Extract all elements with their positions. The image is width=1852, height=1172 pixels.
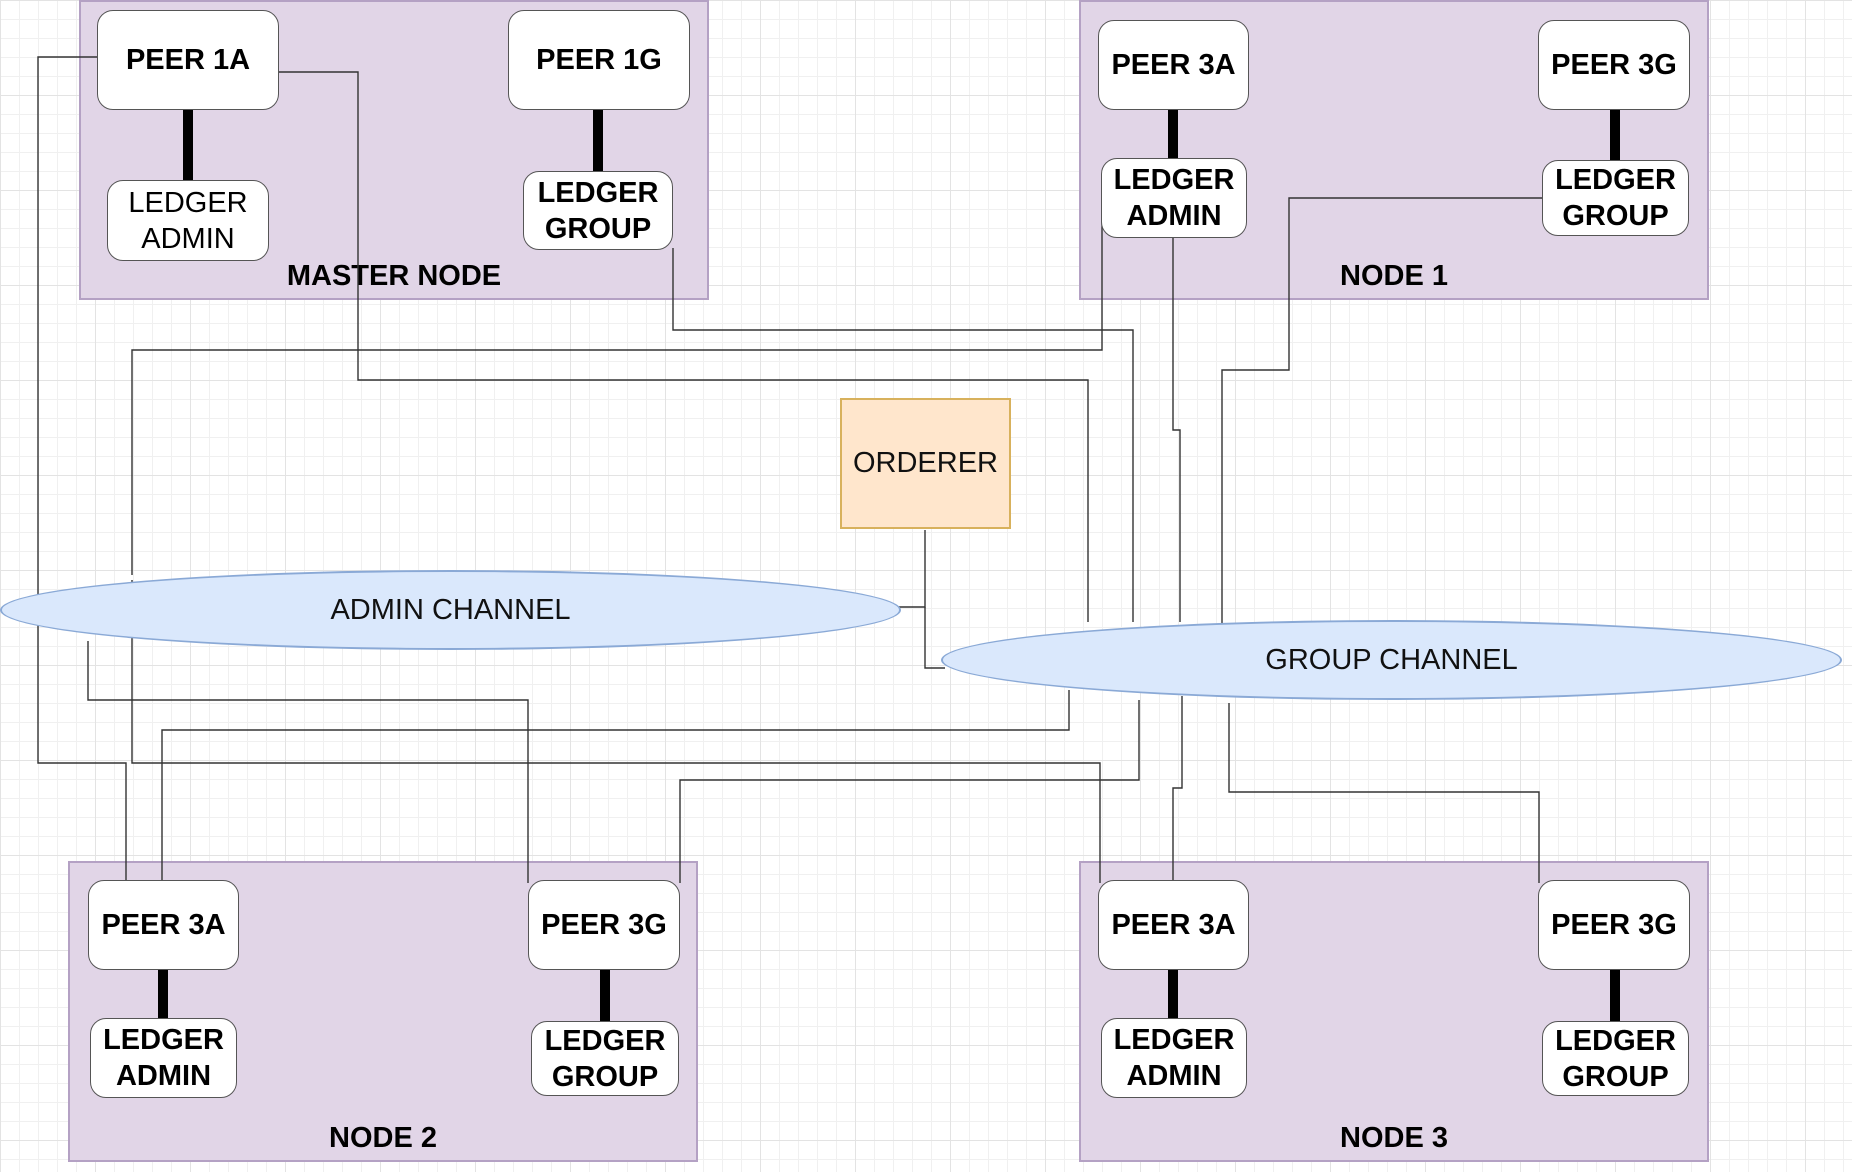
connector-orderer-admin-channel bbox=[899, 530, 926, 608]
admin-channel-ellipse[interactable]: ADMIN CHANNEL bbox=[0, 570, 901, 650]
node2-ledger-admin[interactable]: LEDGER ADMIN bbox=[90, 1018, 237, 1098]
connector-group-channel-node3-peer3a bbox=[1172, 696, 1183, 883]
connector-admin-channel-node3-peer3a bbox=[131, 580, 1101, 883]
master-peer-1a[interactable]: PEER 1A bbox=[97, 10, 279, 110]
connector-node1-ledger-admin-left bbox=[131, 210, 1103, 575]
node2-ledger-group[interactable]: LEDGER GROUP bbox=[531, 1021, 679, 1096]
connector-node1-ledger-group bbox=[1221, 197, 1543, 630]
node-2-title: NODE 2 bbox=[329, 1122, 437, 1154]
connector-peer1a-node3-peer3a bbox=[279, 71, 1089, 622]
connector-orderer-group-channel bbox=[924, 607, 945, 669]
node3-ledger-admin[interactable]: LEDGER ADMIN bbox=[1101, 1018, 1247, 1098]
connector-admin-channel-node2-peer3g bbox=[87, 641, 529, 883]
group-channel-ellipse[interactable]: GROUP CHANNEL bbox=[941, 620, 1842, 700]
connector-master-ledger-group bbox=[672, 248, 1134, 622]
orderer-box[interactable]: ORDERER bbox=[840, 398, 1011, 529]
node1-peer-3a[interactable]: PEER 3A bbox=[1098, 20, 1249, 110]
node-1-title: NODE 1 bbox=[1340, 260, 1448, 292]
node2-peer-3a[interactable]: PEER 3A bbox=[88, 880, 239, 970]
master-peer-1g[interactable]: PEER 1G bbox=[508, 10, 690, 110]
node1-peer-3g[interactable]: PEER 3G bbox=[1538, 20, 1690, 110]
master-ledger-group[interactable]: LEDGER GROUP bbox=[523, 171, 673, 250]
master-node-title: MASTER NODE bbox=[286, 260, 502, 292]
node3-peer-3g[interactable]: PEER 3G bbox=[1538, 880, 1690, 970]
master-ledger-admin[interactable]: LEDGER ADMIN bbox=[107, 180, 269, 261]
connector-group-channel-node2-peer3g bbox=[679, 700, 1140, 883]
connector-group-channel-node3-peer3g bbox=[1228, 703, 1540, 883]
node1-ledger-group[interactable]: LEDGER GROUP bbox=[1542, 160, 1689, 236]
node-3-title: NODE 3 bbox=[1340, 1122, 1448, 1154]
node3-peer-3a[interactable]: PEER 3A bbox=[1098, 880, 1249, 970]
node1-ledger-admin[interactable]: LEDGER ADMIN bbox=[1101, 158, 1247, 238]
connector-group-channel-node2-peer3a bbox=[161, 690, 1070, 883]
connector-peer1a-node2-peer3a bbox=[37, 56, 127, 883]
connector-node1-ledger-admin-down bbox=[1172, 238, 1181, 622]
node2-peer-3g[interactable]: PEER 3G bbox=[528, 880, 680, 970]
node3-ledger-group[interactable]: LEDGER GROUP bbox=[1542, 1021, 1689, 1096]
